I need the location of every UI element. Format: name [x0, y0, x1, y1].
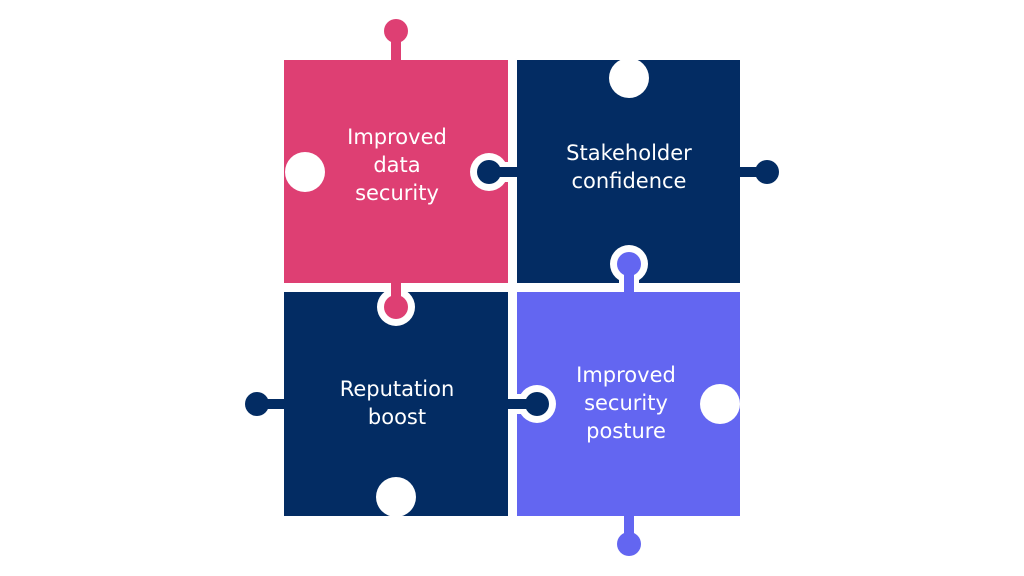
label-line: security — [355, 181, 439, 205]
label-improved-data-security: Improved data security — [285, 123, 509, 207]
label-line: Stakeholder — [566, 141, 692, 165]
knob-navy-left — [245, 392, 285, 416]
knob-purple-bottom — [617, 515, 641, 556]
knob-pink-into-navy — [377, 282, 415, 326]
knob-navy-into-purple — [507, 385, 556, 423]
label-line: Improved — [347, 125, 447, 149]
knob-pink-top — [384, 19, 408, 61]
label-stakeholder-confidence: Stakeholder confidence — [517, 139, 741, 195]
hole-bottom-right-right — [700, 384, 740, 424]
label-line: confidence — [571, 169, 687, 193]
label-line: security — [584, 391, 668, 415]
label-improved-security-posture: Improved security posture — [514, 361, 738, 445]
knob-navy-into-pink — [470, 153, 518, 191]
hole-top-left-left — [285, 152, 325, 192]
knob-purple-into-navy — [610, 245, 648, 293]
hole-top-right-top — [609, 58, 649, 98]
label-line: boost — [367, 405, 427, 429]
label-line: Improved — [576, 363, 676, 387]
hole-bottom-left-bottom — [376, 477, 416, 517]
label-line: Reputation — [339, 377, 455, 401]
label-line: posture — [586, 419, 666, 443]
knob-navy-right — [739, 160, 779, 184]
label-line: data — [373, 153, 421, 177]
label-reputation-boost: Reputation boost — [285, 375, 509, 431]
